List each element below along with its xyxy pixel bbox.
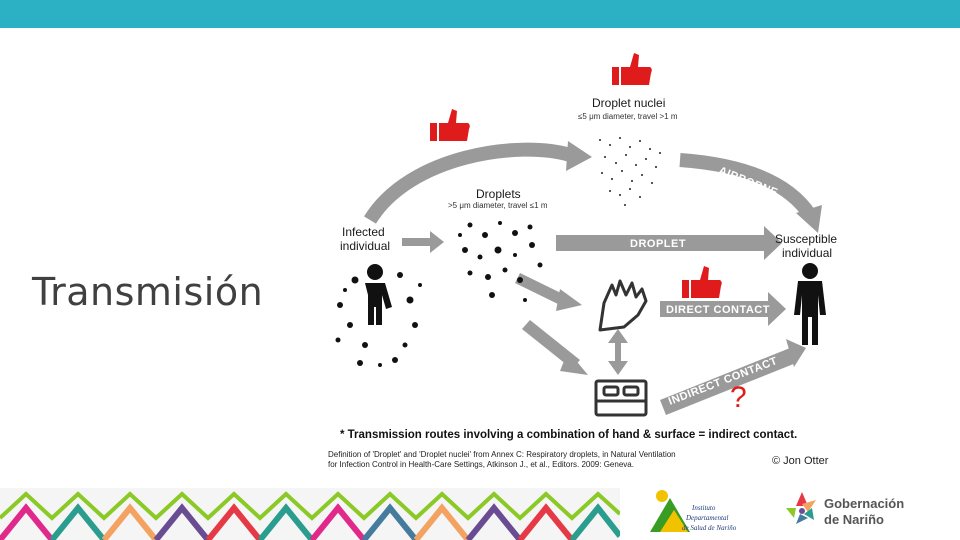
susceptible-label-line2: individual	[782, 246, 832, 260]
thumbs-up-icon-droplet	[430, 109, 470, 141]
transmission-note: * Transmission routes involving a combin…	[340, 429, 797, 441]
institute-name-line3: de Salud de Nariño	[682, 524, 737, 532]
droplets-subtitle: >5 μm diameter, travel ≤1 m	[448, 201, 548, 210]
direct-contact-label: DIRECT CONTACT	[666, 304, 770, 316]
institute-name-line2: Departamental	[685, 514, 728, 522]
thumbs-up-icon-direct	[682, 266, 722, 298]
airborne-arrow-right	[680, 160, 810, 215]
droplet-nuclei-dots	[599, 137, 661, 206]
slide-title: Transmisión	[32, 270, 263, 314]
credit: © Jon Otter	[772, 455, 829, 467]
decorative-footer-pattern	[0, 488, 620, 540]
hand-icon	[600, 281, 646, 330]
institute-logo: Instituto Departamental de Salud de Nari…	[640, 484, 760, 538]
infected-label-line1: Infected	[342, 225, 385, 239]
transmission-diagram: AIRBORNE DROPLET DIRECT CONTACT INDIRECT…	[320, 45, 850, 475]
infected-label-line2: individual	[340, 239, 390, 253]
droplet-label: DROPLET	[630, 238, 686, 250]
thumbs-up-icon-nuclei	[612, 53, 652, 85]
gobernacion-star-icon	[786, 492, 816, 524]
definition-line-1: Definition of 'Droplet' and 'Droplet nuc…	[328, 450, 676, 459]
definition-line-2: for Infection Control in Health-Care Set…	[328, 460, 634, 469]
gobernacion-name-line2: de Nariño	[824, 512, 884, 527]
gobernacion-logo: Gobernación de Nariño	[782, 486, 960, 536]
indirect-contact-label: INDIRECT CONTACT	[667, 355, 780, 408]
top-accent-bar	[0, 0, 960, 28]
gobernacion-name-line1: Gobernación	[824, 496, 904, 511]
susceptible-person-icon	[794, 263, 826, 345]
infected-person-icon	[365, 264, 392, 325]
droplet-nuclei-subtitle: ≤5 μm diameter, travel >1 m	[578, 112, 678, 121]
question-mark: ?	[730, 381, 747, 414]
droplet-nuclei-title: Droplet nuclei	[592, 96, 665, 110]
droplets-title: Droplets	[476, 187, 521, 201]
susceptible-label-line1: Susceptible	[775, 232, 837, 246]
institute-name-line1: Instituto	[691, 504, 716, 512]
bed-icon	[596, 381, 646, 415]
